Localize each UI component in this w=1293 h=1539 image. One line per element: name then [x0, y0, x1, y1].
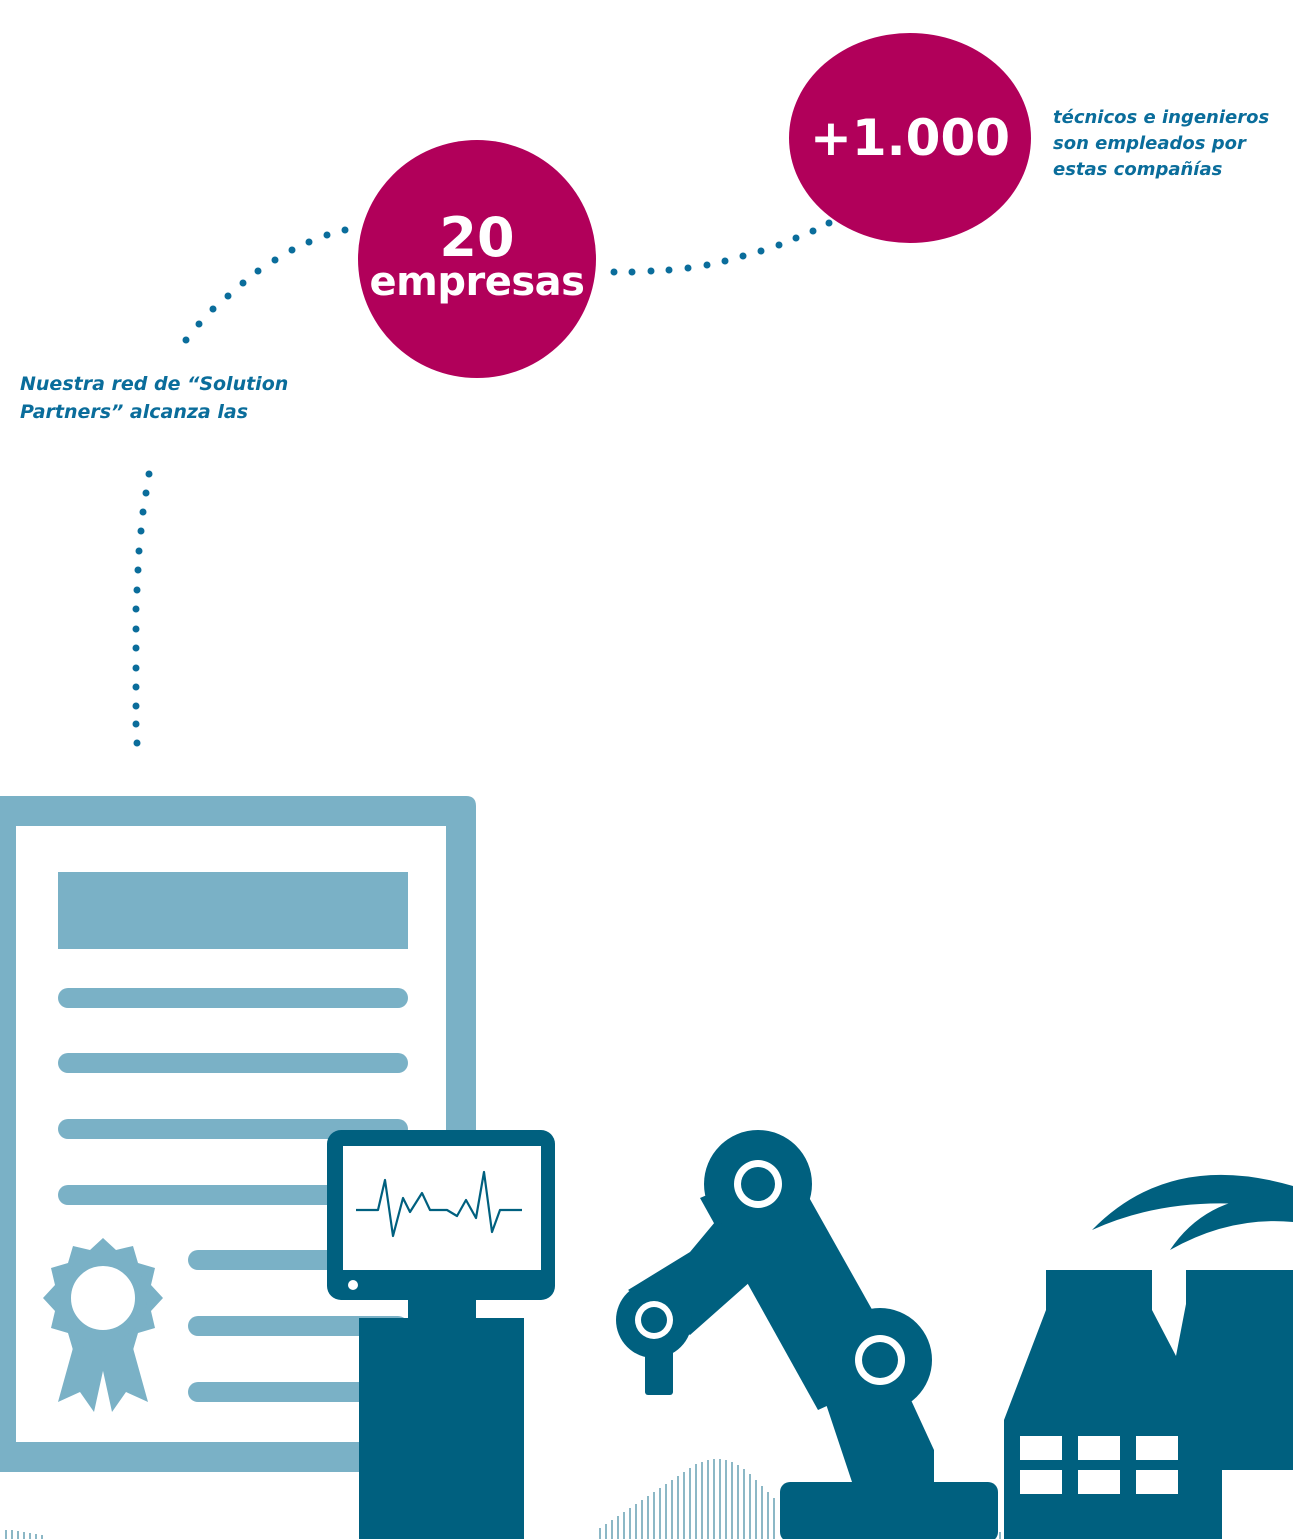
ground-lines-decoration [5, 1459, 1091, 1539]
engineers-caption-line-1: técnicos e ingenieros [1053, 107, 1270, 128]
companies-count-badge: 20 empresas [358, 140, 596, 378]
award-rosette-center [73, 1268, 133, 1328]
network-caption-line-1: Nuestra red de “Solution [20, 373, 289, 395]
monitor-heartbeat-icon [327, 1130, 555, 1539]
companies-count: 20 [439, 206, 515, 269]
engineers-count: +1.000 [809, 109, 1011, 167]
engineers-caption-line-2: son empleados por [1053, 133, 1246, 154]
robot-arm-icon [616, 1130, 998, 1539]
companies-unit: empresas [369, 259, 585, 305]
network-caption: Nuestra red de “Solution Partners” alcan… [20, 370, 288, 426]
engineers-caption: técnicos e ingenieros son empleados por … [1053, 105, 1269, 183]
factory-icon [1004, 1174, 1293, 1539]
engineers-caption-line-3: estas compañías [1053, 159, 1223, 180]
certificate-icon [0, 796, 476, 1472]
engineers-count-badge: +1.000 [789, 33, 1031, 243]
network-caption-line-2: Partners” alcanza las [20, 401, 249, 423]
